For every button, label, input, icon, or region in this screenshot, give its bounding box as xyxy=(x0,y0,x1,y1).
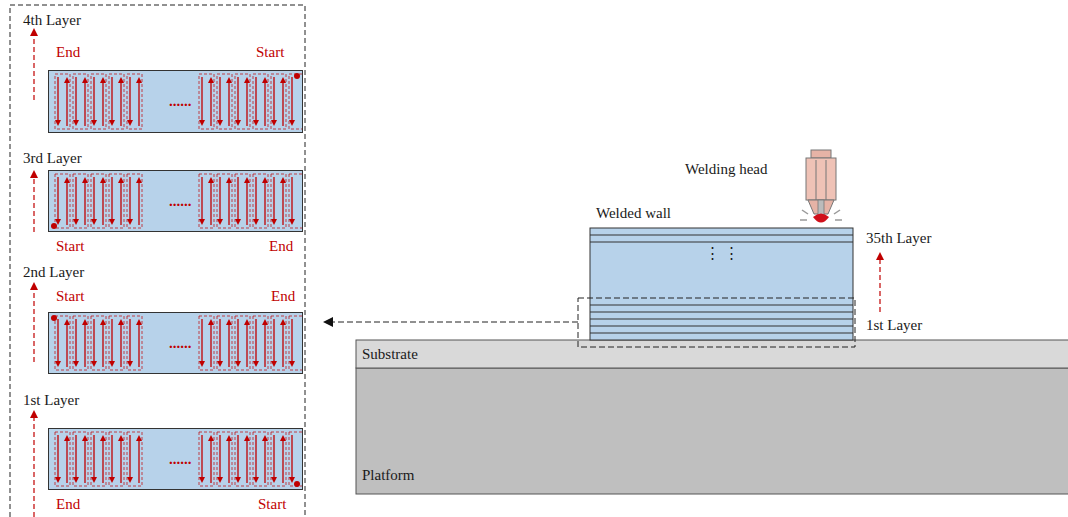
layer-block: 4th LayerEndStart...... xyxy=(48,70,303,133)
layer-block: 1st LayerEndStart...... xyxy=(48,428,303,490)
welding-head xyxy=(800,150,842,223)
node-text: ...... xyxy=(167,92,194,110)
substrate-block xyxy=(356,340,1068,368)
node-text: Substrate xyxy=(362,345,418,363)
node-text: End xyxy=(269,237,293,255)
welded-wall: Welded wall⋮ ⋮ xyxy=(590,228,853,340)
node-text: End xyxy=(271,287,295,305)
node-text: End xyxy=(56,495,80,513)
node-text: Welded wall xyxy=(596,204,671,222)
node-text: Start xyxy=(56,237,84,255)
annotation-label: 35th Layer xyxy=(866,229,931,247)
annotation-label: Welding head xyxy=(685,160,768,178)
node-text: 3rd Layer xyxy=(23,149,82,167)
panel-outline xyxy=(10,5,305,517)
layer-block: 2nd LayerStartEnd...... xyxy=(48,312,303,374)
node-text: ...... xyxy=(167,192,194,210)
node-text: Platform xyxy=(362,466,415,484)
node-text: ⋮ ⋮ xyxy=(705,244,739,262)
node-text: Start xyxy=(258,495,286,513)
annotation-label: 1st Layer xyxy=(866,316,922,334)
detail-arrow xyxy=(328,322,578,323)
node-text: 2nd Layer xyxy=(23,263,84,281)
node-text: End xyxy=(56,43,80,61)
node-text: ...... xyxy=(167,334,194,352)
platform-block xyxy=(356,368,1068,494)
wall-body xyxy=(590,228,853,340)
layer-block: 3rd LayerStartEnd...... xyxy=(48,170,303,232)
node-text: Start xyxy=(256,43,284,61)
base-block: Substrate xyxy=(356,340,1068,368)
build-direction-arrow xyxy=(879,256,880,312)
node-text: 4th Layer xyxy=(23,11,81,29)
base-block: Platform xyxy=(356,368,1068,494)
detail-frame xyxy=(578,298,855,347)
node-text: Start xyxy=(56,287,84,305)
node-text: ...... xyxy=(167,450,194,468)
wall-layer-lines xyxy=(590,235,853,333)
node-text: 1st Layer xyxy=(23,391,79,409)
